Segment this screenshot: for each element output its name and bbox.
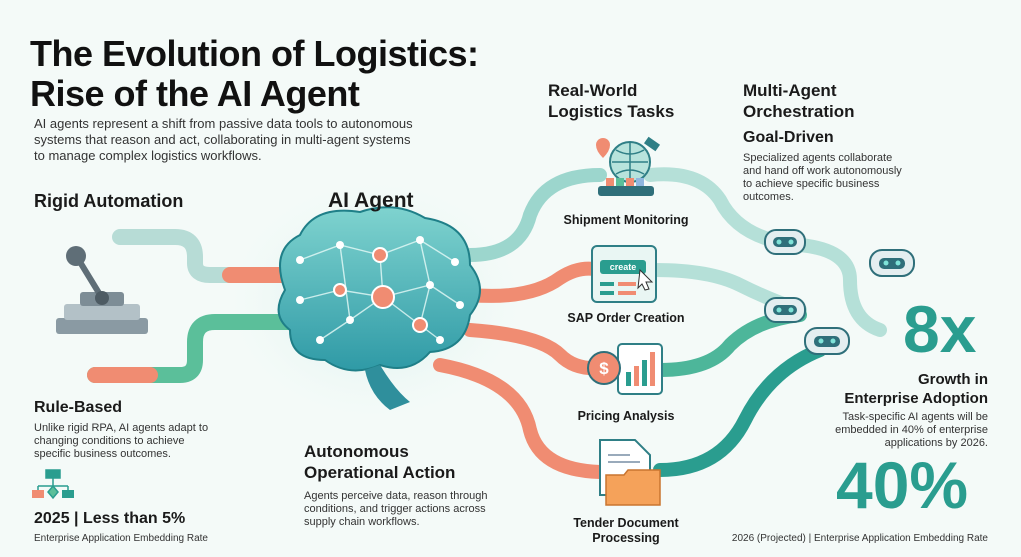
intro-text: AI agents represent a shift from passive… (34, 116, 413, 163)
task-label-tender: Tender Document Processing (556, 516, 696, 546)
growth-label: Growth in Enterprise Adoption (820, 370, 988, 408)
autonomous-heading: Autonomous Operational Action (304, 441, 455, 483)
lever-machine-icon (56, 246, 148, 334)
goal-driven-heading: Goal-Driven (743, 129, 834, 146)
title-line-2: Rise of the AI Agent (30, 73, 360, 114)
projection-value: 40% (836, 448, 969, 522)
multi-description: Specialized agents collaborate and hand … (743, 152, 902, 203)
task-label-shipment: Shipment Monitoring (563, 213, 689, 227)
sap-screen-icon (591, 245, 657, 303)
page-title: The Evolution of Logistics: Rise of the … (30, 34, 479, 114)
pricing-chart-icon: $ (587, 343, 663, 395)
autonomous-line-2: Operational Action (304, 463, 456, 482)
growth-value: 8x (903, 292, 977, 366)
tasks-heading: Real-World Logistics Tasks (548, 80, 674, 122)
ai-agent-description: Agents perceive data, reason through con… (304, 490, 488, 528)
title-line-1: The Evolution of Logistics: (30, 33, 479, 74)
tender-line-2: Processing (592, 531, 660, 545)
tasks-heading-line-1: Real-World (548, 81, 638, 100)
stat-2025-caption: Enterprise Application Embedding Rate (34, 533, 208, 544)
shipment-globe-icon (596, 136, 661, 196)
projection-caption: 2026 (Projected) | Enterprise Applicatio… (731, 533, 988, 544)
rigid-description: Unlike rigid RPA, AI agents adapt to cha… (34, 422, 209, 460)
ai-brain-icon (277, 206, 481, 410)
multi-agent-heading: Multi-Agent Orchestration (743, 80, 854, 122)
multi-heading-line-2: Orchestration (743, 102, 855, 121)
stat-2025: 2025 | Less than 5% (34, 510, 186, 527)
rigid-heading: Rigid Automation (34, 191, 184, 211)
tender-line-1: Tender Document (573, 516, 679, 530)
task-label-pricing: Pricing Analysis (577, 409, 675, 423)
tasks-heading-line-2: Logistics Tasks (548, 102, 675, 121)
rule-based-heading: Rule-Based (34, 399, 123, 416)
multi-heading-line-1: Multi-Agent (743, 81, 837, 100)
svg-text:$: $ (599, 359, 609, 378)
ai-agent-heading: AI Agent (328, 189, 414, 212)
rigid-pipes (87, 229, 298, 383)
growth-label-line-1: Growth in (918, 371, 988, 388)
autonomous-line-1: Autonomous (304, 442, 409, 461)
document-folder-icon (599, 439, 661, 506)
flowchart-icon (32, 469, 74, 500)
create-button-label: create (609, 262, 637, 272)
robot-agent-icons (764, 229, 915, 355)
growth-label-line-2: Enterprise Adoption (844, 390, 988, 407)
growth-description: Task-specific AI agents will be embedded… (835, 411, 988, 449)
task-label-sap: SAP Order Creation (567, 311, 685, 325)
